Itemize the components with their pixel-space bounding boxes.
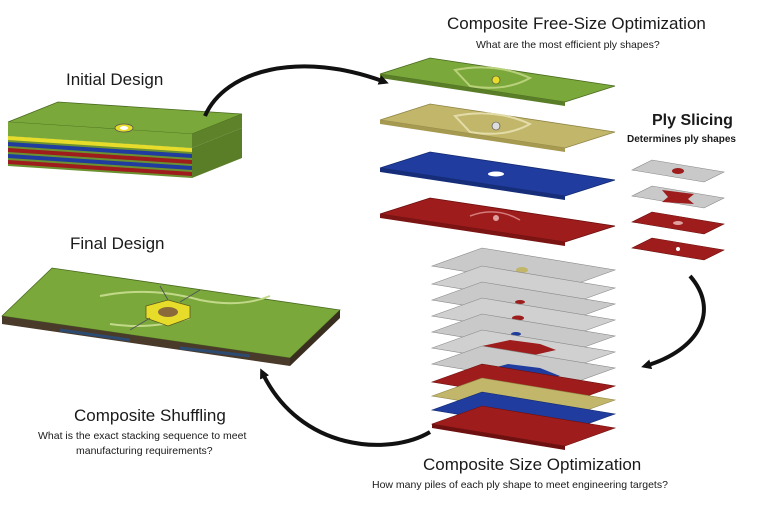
final-design-title: Final Design (70, 234, 165, 253)
free-size-ply-stack (379, 57, 616, 246)
ply-slicing-subtitle: Determines ply shapes (627, 134, 736, 145)
final-design-laminate (1, 267, 341, 366)
shuffling-subtitle-line1: What is the exact stacking sequence to m… (38, 430, 247, 442)
size-optimization-stack (430, 247, 617, 450)
initial-design-laminate (7, 101, 243, 178)
shuffling-subtitle-line2: manufacturing requirements? (76, 445, 213, 457)
ply-slicing-title: Ply Slicing (652, 112, 733, 129)
free-size-subtitle: What are the most efficient ply shapes? (476, 39, 660, 51)
initial-design-title: Initial Design (66, 70, 164, 89)
arrow-initial-to-free-size (203, 64, 389, 117)
size-optimization-subtitle: How many piles of each ply shape to meet… (372, 479, 668, 491)
arrow-slicing-to-size (641, 274, 706, 370)
ply-slicing-plies (631, 159, 725, 261)
arrow-size-to-shuffling (260, 368, 432, 447)
size-optimization-title: Composite Size Optimization (423, 455, 642, 474)
shuffling-title: Composite Shuffling (74, 406, 226, 425)
free-size-title: Composite Free-Size Optimization (447, 14, 706, 33)
